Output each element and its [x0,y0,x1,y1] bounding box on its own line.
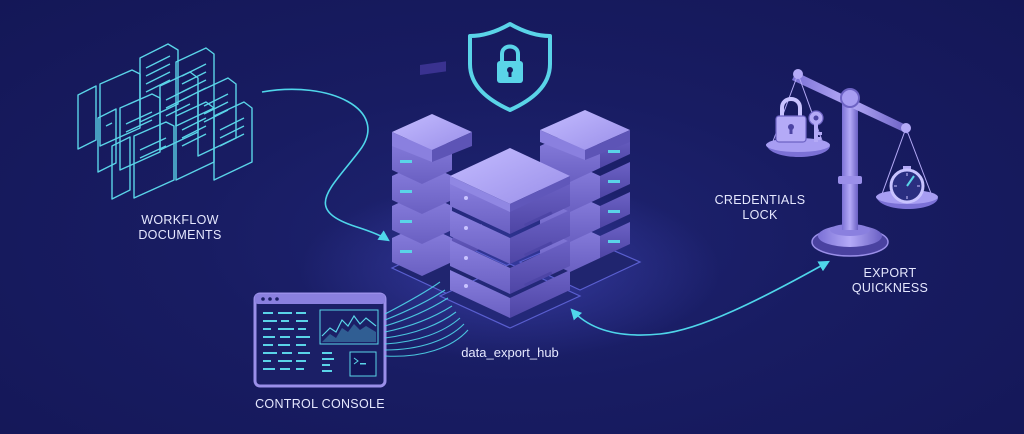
key-icon [808,110,824,142]
shield-lock-icon [468,22,552,112]
hub-label: data_export_hub [461,345,559,360]
padlock-icon [775,97,807,143]
server-rack-icon [392,61,482,276]
balance-scale-icon [766,69,938,257]
server-rack-icon [450,148,570,318]
console-to-hub-connectors [384,281,469,357]
credentials-lock-label: CREDENTIALS LOCK [714,193,806,222]
control-console-label: CONTROL CONSOLE [255,397,385,411]
folder-stack-icon [77,43,253,200]
stopwatch-icon [889,166,925,204]
export-quickness-label: EXPORT QUICKNESS [851,266,929,295]
terminal-console-icon [253,292,387,388]
scale-to-hub-connector [570,260,830,336]
workflow-documents-label: WORKFLOW DOCUMENTS [138,213,222,242]
documents-to-hub-connector [261,88,390,242]
